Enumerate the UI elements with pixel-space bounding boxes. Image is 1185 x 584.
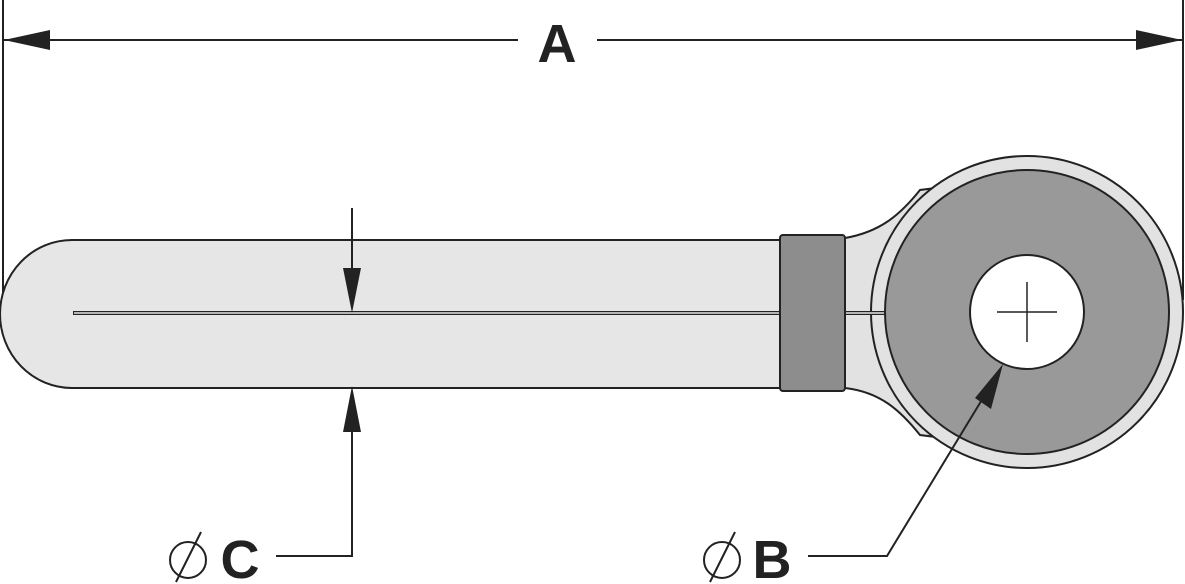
diameter-symbol-b-circle <box>703 541 741 579</box>
diameter-symbol-c-circle <box>169 541 207 579</box>
dimension-c-arrow-top <box>343 268 361 313</box>
diameter-symbol-b <box>703 531 741 583</box>
diameter-symbol-b-slash <box>709 531 736 583</box>
dimension-a: A <box>3 14 1183 74</box>
collar <box>779 234 846 392</box>
dimension-a-arrow-right <box>1136 30 1182 50</box>
diameter-symbol-c-slash <box>175 531 202 583</box>
dimension-b: B <box>703 364 1003 584</box>
dimension-c-label: C <box>221 530 260 584</box>
dimension-a-arrow-left <box>4 30 50 50</box>
dimension-c-arrow-bottom <box>343 386 361 432</box>
dimension-b-leader <box>808 397 984 557</box>
dimension-b-arrow <box>975 364 1003 409</box>
dimension-b-label: B <box>753 530 792 584</box>
diameter-symbol-c <box>169 531 207 583</box>
dimension-c: C <box>169 208 361 584</box>
shank <box>0 239 885 389</box>
eye <box>844 155 1184 469</box>
dimension-a-label: A <box>538 14 577 74</box>
dimension-c-leader <box>276 430 353 557</box>
